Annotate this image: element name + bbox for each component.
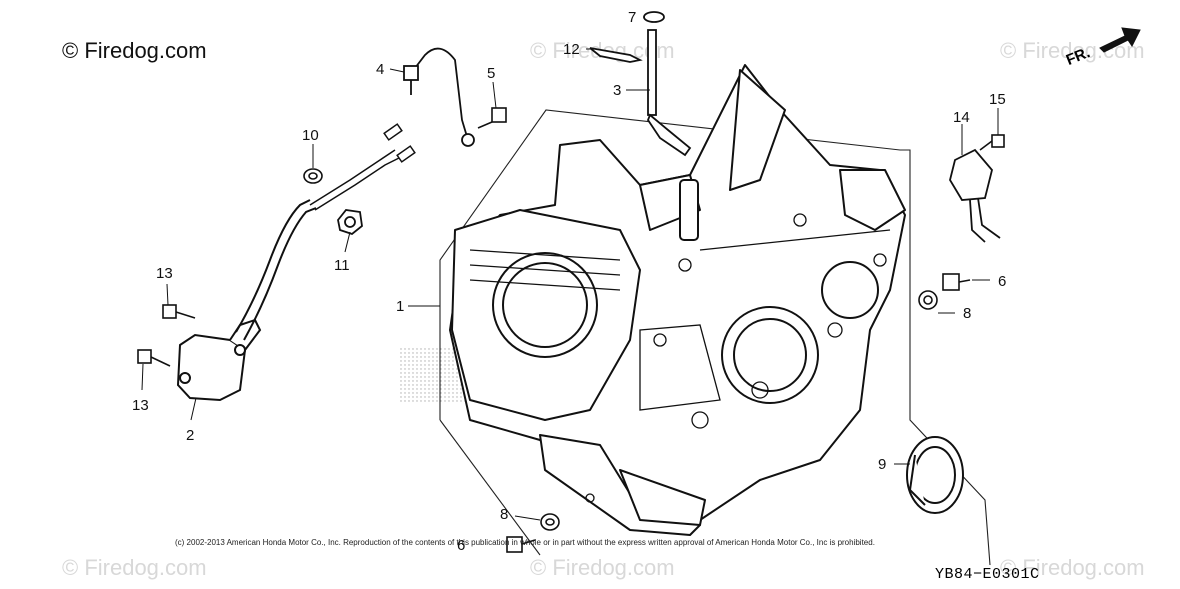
crankcase-details — [469, 213, 891, 503]
callout-6: 6 — [457, 537, 465, 554]
callout-7: 7 — [628, 9, 636, 26]
callout-10: 10 — [302, 127, 319, 144]
firedog-watermark-faint: © Firedog.com — [1000, 555, 1145, 580]
bolt-5 — [477, 107, 507, 129]
callout-1: 1 — [396, 298, 404, 315]
front-direction-arrow — [1099, 27, 1141, 53]
callout-6: 6 — [998, 273, 1006, 290]
callout-9: 9 — [878, 456, 886, 473]
oil-alert-unit — [176, 199, 317, 402]
bolt-6 — [942, 273, 971, 291]
callout-11: 11 — [334, 257, 350, 274]
washer-8 — [918, 290, 938, 310]
firedog-watermark-main: © Firedog.com — [62, 38, 207, 63]
leader-lines — [141, 16, 999, 521]
washer-8 — [540, 513, 560, 531]
callout-13: 13 — [132, 397, 149, 414]
pulse-sensor — [949, 148, 1001, 243]
callout-14: 14 — [953, 109, 970, 126]
callout-5: 5 — [487, 65, 495, 82]
bolt-13 — [137, 349, 171, 367]
crankcase-body — [449, 64, 906, 536]
copyright-notice: (c) 2002-2013 American Honda Motor Co., … — [175, 538, 875, 547]
bolt-13 — [162, 304, 196, 319]
nut-11 — [337, 209, 363, 236]
callout-8: 8 — [500, 506, 508, 523]
firedog-watermark-faint: © Firedog.com — [530, 555, 675, 580]
bolt-15 — [979, 134, 1005, 151]
firedog-watermark-faint: © Firedog.com — [62, 555, 207, 580]
callout-3: 3 — [613, 82, 621, 99]
callout-4: 4 — [376, 61, 384, 78]
diagram-code: YB84−E0301C — [935, 566, 1040, 583]
callout-2: 2 — [186, 427, 194, 444]
callout-13: 13 — [156, 265, 173, 282]
bolt-6 — [506, 536, 536, 553]
sensor-lead — [403, 47, 475, 147]
callout-12: 12 — [563, 41, 580, 58]
governor-rod — [589, 11, 692, 157]
washer-10 — [303, 168, 323, 184]
callout-15: 15 — [989, 91, 1006, 108]
wire-harness — [309, 123, 416, 211]
oil-seal — [906, 436, 964, 514]
callout-8: 8 — [963, 305, 971, 322]
